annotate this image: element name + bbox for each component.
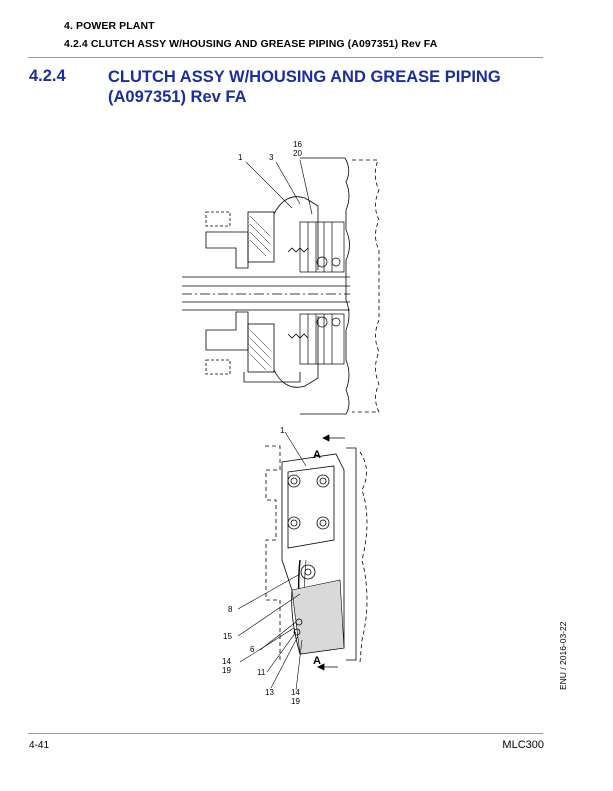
view-marker-a-top: A (313, 449, 321, 461)
callout-20-top: 20 (293, 149, 302, 158)
top-leader-lines (245, 159, 313, 215)
callout-1-top: 1 (238, 153, 243, 162)
document-date-side: ENU / 2016-03-22 (558, 621, 568, 690)
callout-19-bottom: 19 (291, 697, 300, 706)
callout-8: 8 (228, 605, 233, 614)
view-marker-a-bottom: A (313, 655, 321, 667)
header-section: 4. POWER PLANT (64, 20, 155, 32)
header-divider (28, 57, 543, 58)
model-name: MLC300 (502, 739, 544, 751)
callout-19-left: 19 (222, 666, 231, 675)
callout-1-bottom: 1 (280, 426, 285, 435)
callout-16-top: 16 (293, 140, 302, 149)
callout-11: 11 (257, 668, 266, 677)
page-title: CLUTCH ASSY W/HOUSING AND GREASE PIPING … (108, 68, 501, 106)
callout-3-top: 3 (269, 153, 274, 162)
callout-15: 15 (223, 632, 232, 641)
callout-14-left: 14 (222, 657, 231, 666)
section-number: 4.2.4 (29, 67, 66, 85)
header-subsection: 4.2.4 CLUTCH ASSY W/HOUSING AND GREASE P… (64, 38, 438, 50)
clutch-section-drawing (182, 157, 380, 415)
callout-14-bottom: 14 (291, 688, 300, 697)
page-number: 4-41 (29, 740, 50, 751)
footer-divider (28, 733, 543, 734)
callout-13: 13 (265, 688, 274, 697)
housing-grease-piping-drawing (265, 434, 368, 671)
callout-6: 6 (250, 645, 255, 654)
bottom-leader-lines (237, 431, 307, 691)
